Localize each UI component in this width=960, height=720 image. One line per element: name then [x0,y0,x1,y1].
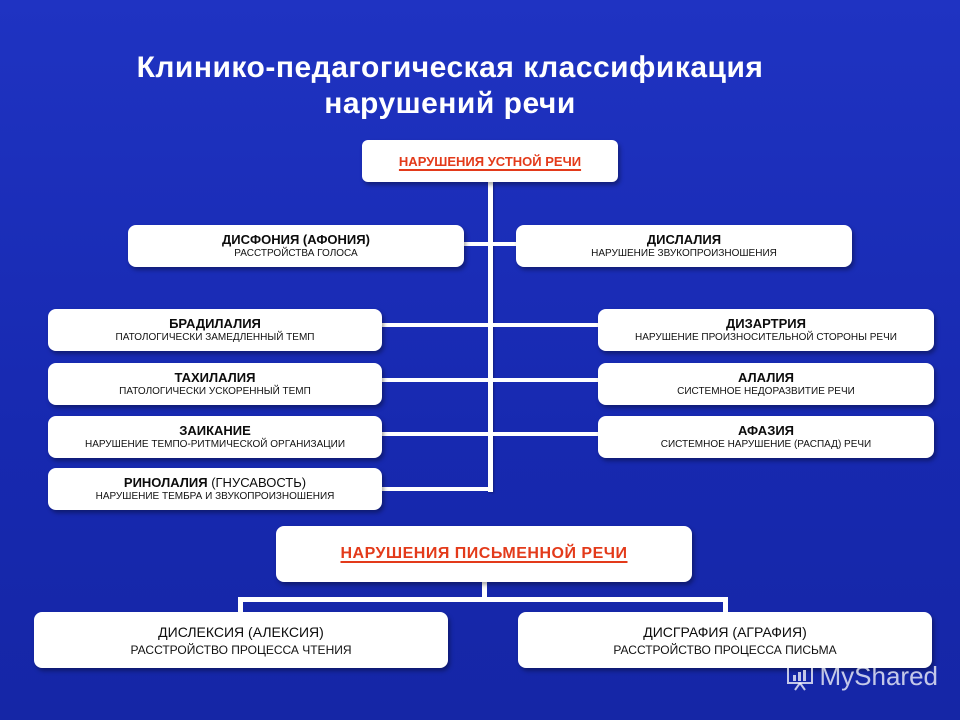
dyslalia-name: ДИСЛАЛИЯ [646,232,722,247]
node-aphasia: АФАЗИЯ СИСТЕМНОЕ НАРУШЕНИЕ (РАСПАД) РЕЧИ [598,416,934,458]
stuttering-desc: НАРУШЕНИЕ ТЕМПО-РИТМИЧЕСКОЙ ОРГАНИЗАЦИИ [84,439,346,450]
watermark-logo: MyShared [786,661,939,692]
connector-stuttering [380,432,600,436]
node-tachilalia: ТАХИЛАЛИЯ ПАТОЛОГИЧЕСКИ УСКОРЕННЫЙ ТЕМП [48,363,382,405]
node-dysphonia: ДИСФОНИЯ (АФОНИЯ) РАССТРОЙСТВА ГОЛОСА [128,225,464,267]
node-dyslexia: ДИСЛЕКСИЯ (АЛЕКСИЯ) РАССТРОЙСТВО ПРОЦЕСС… [34,612,448,668]
node-bradilalia: БРАДИЛАЛИЯ ПАТОЛОГИЧЕСКИ ЗАМЕДЛЕННЫЙ ТЕМ… [48,309,382,351]
dyslexia-desc: РАССТРОЙСТВО ПРОЦЕССА ЧТЕНИЯ [130,642,352,657]
connector-bradilalia [380,323,600,327]
title-line-2: нарушений речи [324,87,576,120]
alalia-name: АЛАЛИЯ [737,370,795,385]
node-alalia: АЛАЛИЯ СИСТЕМНОЕ НЕДОРАЗВИТИЕ РЕЧИ [598,363,934,405]
connector-tachilalia [380,378,600,382]
oral-trunk-line [488,182,493,492]
written-speech-header: НАРУШЕНИЯ ПИСЬМЕННОЙ РЕЧИ [276,526,692,582]
written-left-drop [238,597,243,613]
oral-speech-header-label: НАРУШЕНИЯ УСТНОЙ РЕЧИ [398,153,582,169]
aphasia-name: АФАЗИЯ [737,423,795,438]
title-line-1: Клинико-педагогическая классификация [136,51,764,84]
tachilalia-desc: ПАТОЛОГИЧЕСКИ УСКОРЕННЫЙ ТЕМП [119,386,311,397]
written-right-drop [723,597,728,613]
node-rhinolalia: РИНОЛАЛИЯ (ГНУСАВОСТЬ) НАРУШЕНИЕ ТЕМБРА … [48,468,382,510]
dyslexia-name: ДИСЛЕКСИЯ (АЛЕКСИЯ) [158,623,324,640]
written-bar-line [238,597,728,602]
rhinolalia-name: РИНОЛАЛИЯ [123,475,208,490]
connector-dysphonia [462,242,518,246]
node-dysarthria: ДИЗАРТРИЯ НАРУШЕНИЕ ПРОИЗНОСИТЕЛЬНОЙ СТО… [598,309,934,351]
connector-rhinolalia [380,487,493,491]
node-dyslalia: ДИСЛАЛИЯ НАРУШЕНИЕ ЗВУКОПРОИЗНОШЕНИЯ [516,225,852,267]
tachilalia-name: ТАХИЛАЛИЯ [174,370,256,385]
page-title: Клинико-педагогическая классификация нар… [0,50,900,122]
dysarthria-desc: НАРУШЕНИЕ ПРОИЗНОСИТЕЛЬНОЙ СТОРОНЫ РЕЧИ [635,332,897,343]
dysgraphia-name: ДИСГРАФИЯ (АГРАФИЯ) [643,623,807,640]
stuttering-name: ЗАИКАНИЕ [179,423,251,438]
node-stuttering: ЗАИКАНИЕ НАРУШЕНИЕ ТЕМПО-РИТМИЧЕСКОЙ ОРГ… [48,416,382,458]
watermark-text: MyShared [819,661,939,691]
bradilalia-desc: ПАТОЛОГИЧЕСКИ ЗАМЕДЛЕННЫЙ ТЕМП [115,332,315,343]
oral-speech-header: НАРУШЕНИЯ УСТНОЙ РЕЧИ [362,140,618,182]
dyslalia-desc: НАРУШЕНИЕ ЗВУКОПРОИЗНОШЕНИЯ [591,248,777,259]
alalia-desc: СИСТЕМНОЕ НЕДОРАЗВИТИЕ РЕЧИ [677,386,855,397]
node-dysgraphia: ДИСГРАФИЯ (АГРАФИЯ) РАССТРОЙСТВО ПРОЦЕСС… [518,612,932,668]
dysphonia-name: ДИСФОНИЯ (АФОНИЯ) [222,232,370,247]
aphasia-desc: СИСТЕМНОЕ НАРУШЕНИЕ (РАСПАД) РЕЧИ [660,439,872,450]
dysarthria-name: ДИЗАРТРИЯ [726,316,806,331]
dysgraphia-desc: РАССТРОЙСТВО ПРОЦЕССА ПИСЬМА [613,642,837,657]
rhinolalia-name-line: РИНОЛАЛИЯ (ГНУСАВОСТЬ) [124,475,306,490]
rhinolalia-desc: НАРУШЕНИЕ ТЕМБРА И ЗВУКОПРОИЗНОШЕНИЯ [95,491,335,502]
dysphonia-desc: РАССТРОЙСТВА ГОЛОСА [234,248,358,259]
rhinolalia-name-extra: (ГНУСАВОСТЬ) [207,475,307,490]
written-speech-header-label: НАРУШЕНИЯ ПИСЬМЕННОЙ РЕЧИ [340,545,628,562]
presentation-icon [786,663,814,691]
written-stem-line [482,578,487,600]
bradilalia-name: БРАДИЛАЛИЯ [169,316,261,331]
